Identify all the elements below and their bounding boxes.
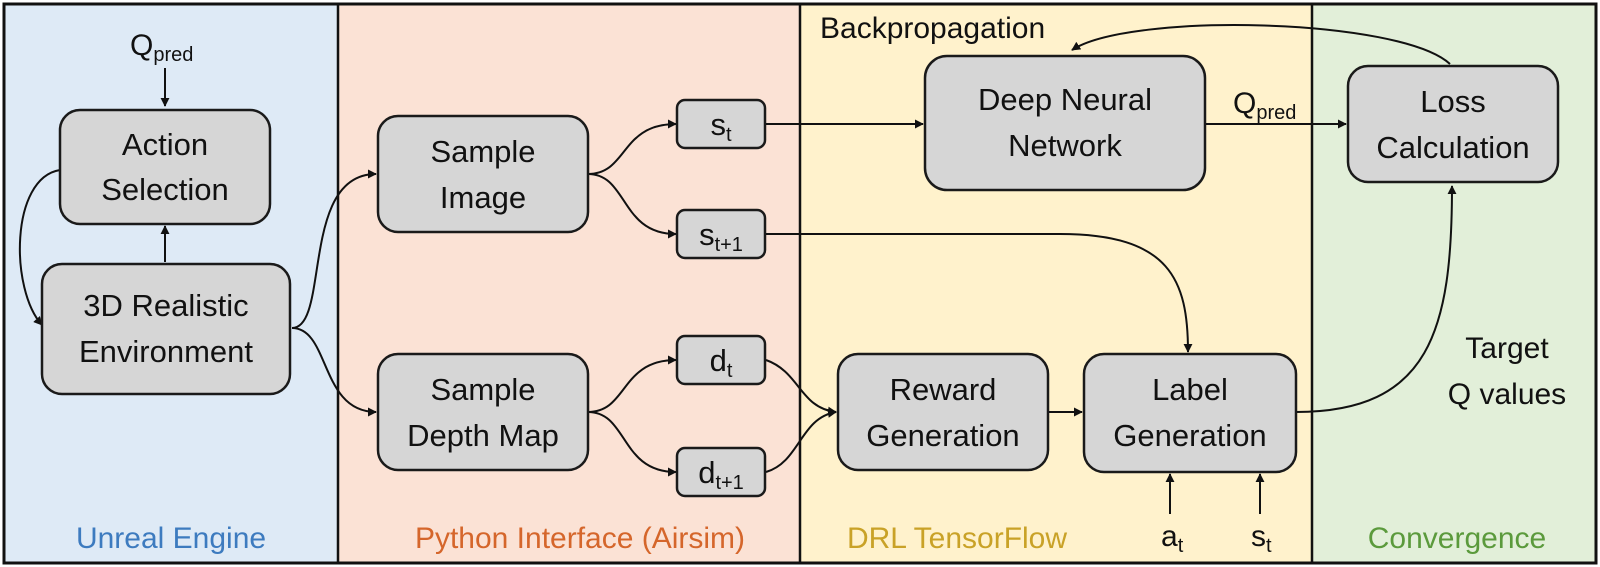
node-label-line: Loss [1420,84,1485,119]
edge-backprop [1071,24,1451,65]
node-label-line: Generation [866,418,1019,453]
edge-image-to-st [587,119,677,175]
node-label-generation: Label Generation [1082,352,1298,474]
node-label-line: Image [440,180,526,215]
state-label: st [710,107,732,146]
panel-title-unreal: Unreal Engine [76,522,266,555]
edge-depth-to-dt [587,355,677,413]
edge-dt1-to-reward [765,408,837,473]
state-label: st+1 [699,217,743,256]
label-q-pred-top: Qpred [130,29,193,66]
node-label-line: Reward [890,372,997,407]
panel-title-convergence: Convergence [1368,522,1546,555]
node-sample-depth-map: Sample Depth Map [376,352,590,472]
state-s-t1: st+1 [675,208,767,260]
node-label-line: Calculation [1376,130,1529,165]
label-backpropagation: Backpropagation [820,12,1045,45]
edge-label-to-loss [1295,185,1457,413]
node-label-line: Action [122,127,208,162]
edge-depth-to-dt1 [587,411,677,477]
node-label-line: Depth Map [407,418,559,453]
state-d-t: dt [675,334,767,386]
node-reward-generation: Reward Generation [836,352,1050,472]
edge-st1-to-label [766,233,1193,353]
edge-action-to-env [18,169,61,326]
node-sample-image: Sample Image [376,114,590,234]
edge-env-to-image [291,169,377,329]
panel-title-drl: DRL TensorFlow [847,522,1067,555]
node-label-line: Label [1152,372,1228,407]
node-label-line: 3D Realistic [83,288,248,323]
label-s-t-input: st [1251,520,1272,557]
label-q-pred-mid: Qpred [1233,87,1296,124]
node-action-selection: Action Selection [58,108,272,226]
edge-env-to-depth [291,327,377,417]
node-label-line: Sample [430,372,535,407]
label-target-q-line: Q values [1448,378,1566,411]
state-label: dt [710,343,733,382]
node-label-line: Selection [101,172,229,207]
label-a-t: at [1161,520,1184,557]
node-label-line: Generation [1113,418,1266,453]
state-d-t1: dt+1 [675,446,767,498]
node-deep-neural-network: Deep Neural Network [923,54,1207,192]
panel-title-python: Python Interface (Airsim) [415,522,745,555]
node-label-line: Environment [79,334,253,369]
node-label-line: Sample [430,134,535,169]
state-label: dt+1 [698,455,744,494]
node-loss-calculation: Loss Calculation [1346,64,1560,184]
node-label-line: Network [1008,128,1122,163]
label-target-q-line: Target [1465,332,1549,365]
edge-image-to-st1 [587,173,677,239]
edge-dt-to-reward [765,359,837,416]
node-label-line: Deep Neural [978,82,1152,117]
state-s-t: st [675,98,767,150]
edges [18,24,1457,514]
node-3d-environment: 3D Realistic Environment [40,262,292,396]
